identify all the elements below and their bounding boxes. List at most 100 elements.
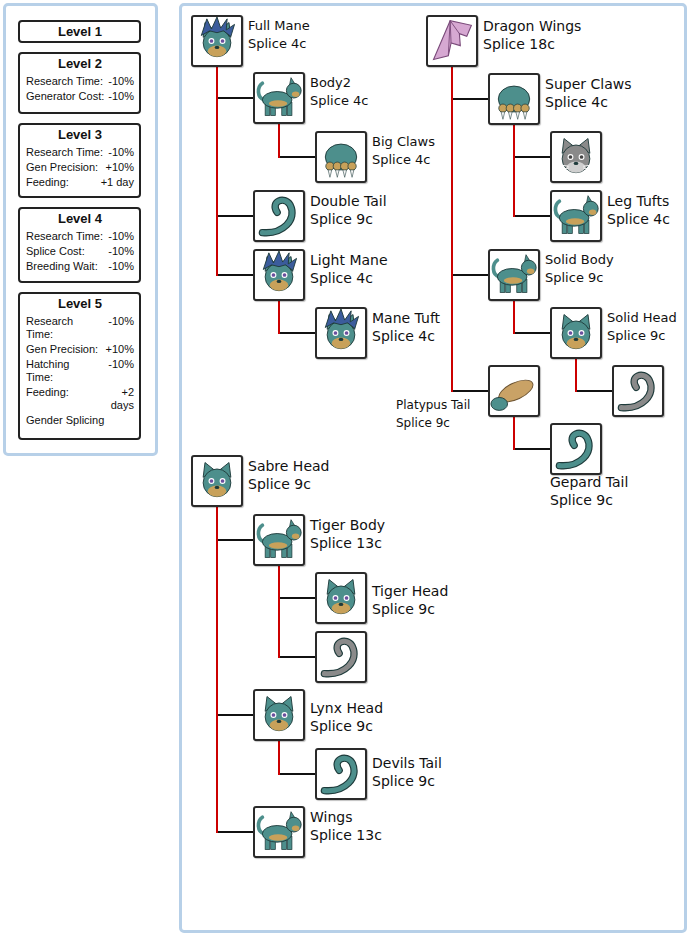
creature-icon (317, 133, 365, 181)
creature-tail (324, 641, 354, 674)
creature-head (521, 260, 536, 275)
creature-nose (574, 162, 579, 165)
paw-claw (501, 112, 505, 119)
creature-nose (277, 720, 282, 723)
stat-value: -10% (108, 90, 134, 103)
stat-label: Research Time: (26, 230, 103, 243)
splice-box: Tiger HeadSplice 9c (315, 572, 367, 624)
part-name: Devils Tail (372, 754, 442, 772)
creature-eye (568, 330, 574, 336)
branch-line (515, 332, 550, 334)
branch-line (218, 714, 253, 716)
branch-line (218, 215, 253, 217)
part-name: Double Tail (310, 192, 387, 210)
creature-eye (333, 330, 339, 336)
tree-connector (279, 741, 315, 774)
splice-box: Light ManeSplice 4c (253, 249, 305, 301)
creature-eye (333, 595, 339, 601)
paw-claw (516, 112, 520, 119)
creature-tail (621, 375, 651, 408)
splice-cost: Splice 4c (545, 93, 631, 111)
stat-row: Splice Cost:-10% (26, 245, 134, 258)
branch-line (280, 332, 315, 334)
level-box: Level 5Research Time:-10%Gen Precision:+… (18, 292, 141, 440)
creature-icon (490, 75, 538, 123)
creature-icon (255, 516, 303, 564)
part-name: Mane Tuft (372, 309, 440, 327)
part-name: Light Mane (310, 251, 388, 269)
creature-muzzle (589, 210, 596, 216)
creature-muzzle (292, 92, 299, 98)
creature-icon (552, 192, 600, 240)
creature-pupil (210, 479, 214, 483)
paw-claw (523, 112, 527, 119)
creature-muzzle (292, 534, 299, 540)
creature-whisker (556, 164, 597, 170)
creature-nose (339, 338, 344, 341)
paw-toe (521, 104, 529, 112)
splice-box: Body2Splice 4c (253, 72, 305, 124)
part-name: Solid Body (545, 251, 614, 269)
tree-connector (514, 301, 550, 333)
creature-eye (209, 478, 215, 484)
creature-icon (317, 309, 365, 357)
creature-pupil (210, 39, 214, 43)
creature-rump (491, 397, 508, 410)
creature-face (203, 469, 231, 497)
branch-line (453, 274, 488, 276)
creature-muzzle (270, 280, 288, 291)
creature-muzzle (332, 603, 350, 614)
creature-tail (324, 641, 354, 674)
branch-line (280, 656, 315, 658)
tree-connector (452, 67, 488, 391)
tree-connector (452, 67, 488, 99)
splice-cost: Splice 9c (550, 491, 628, 509)
splice-box: Tiger BodySplice 13c (253, 514, 305, 566)
splice-cost: Splice 9c (607, 327, 677, 345)
stat-label: Gen Precision: (26, 161, 98, 174)
creature-paw (325, 144, 356, 170)
branch-line (515, 448, 550, 450)
branch-line (515, 215, 550, 217)
tree-connector (279, 124, 315, 157)
creature-belly (269, 542, 287, 548)
branch-line (280, 597, 315, 599)
stat-row: Research Time:-10% (26, 75, 134, 88)
splice-box: Devils TailSplice 9c (315, 748, 367, 800)
creature-icon (490, 251, 538, 299)
creature-pupil (272, 273, 276, 277)
stat-label: Feeding: (26, 386, 99, 399)
creature-pupil (345, 331, 349, 335)
stat-row: Breeding Wait:-10% (26, 260, 134, 273)
creature-muzzle (270, 720, 288, 731)
stat-note: Gender Splicing (26, 414, 104, 427)
splice-cost: Splice 9c (310, 717, 383, 735)
creature-face (562, 321, 590, 349)
branch-line (515, 156, 550, 158)
creature-eye (209, 38, 215, 44)
splice-cost: Splice 9c (372, 600, 448, 618)
splice-cost: Splice 9c (310, 210, 387, 228)
splice-box: WingsSplice 13c (253, 806, 305, 858)
splice-cost: Splice 18c (483, 35, 581, 53)
level-box: Level 1 (18, 20, 141, 43)
part-name: Tiger Body (310, 516, 385, 534)
creature-icon (255, 74, 303, 122)
stat-value: -10% (108, 245, 134, 258)
part-name: Full Mane (248, 17, 310, 35)
splice-cost: Splice 9c (248, 475, 329, 493)
creature-pupil (221, 479, 225, 483)
paw-toe (348, 162, 356, 170)
creature-eye (220, 478, 226, 484)
branch-line (280, 156, 315, 158)
splice-cost: Splice 9c (545, 269, 614, 287)
tree-connector (279, 301, 315, 333)
splice-cost: Splice 4c (310, 269, 388, 287)
stat-row: Generator Cost:-10% (26, 90, 134, 103)
stat-row: Gender Splicing (26, 414, 134, 427)
tree-connector (217, 67, 253, 216)
creature-head (286, 817, 301, 832)
creature-pupil (569, 155, 573, 159)
part-name: Sabre Head (248, 457, 329, 475)
paw-claw (508, 112, 512, 119)
